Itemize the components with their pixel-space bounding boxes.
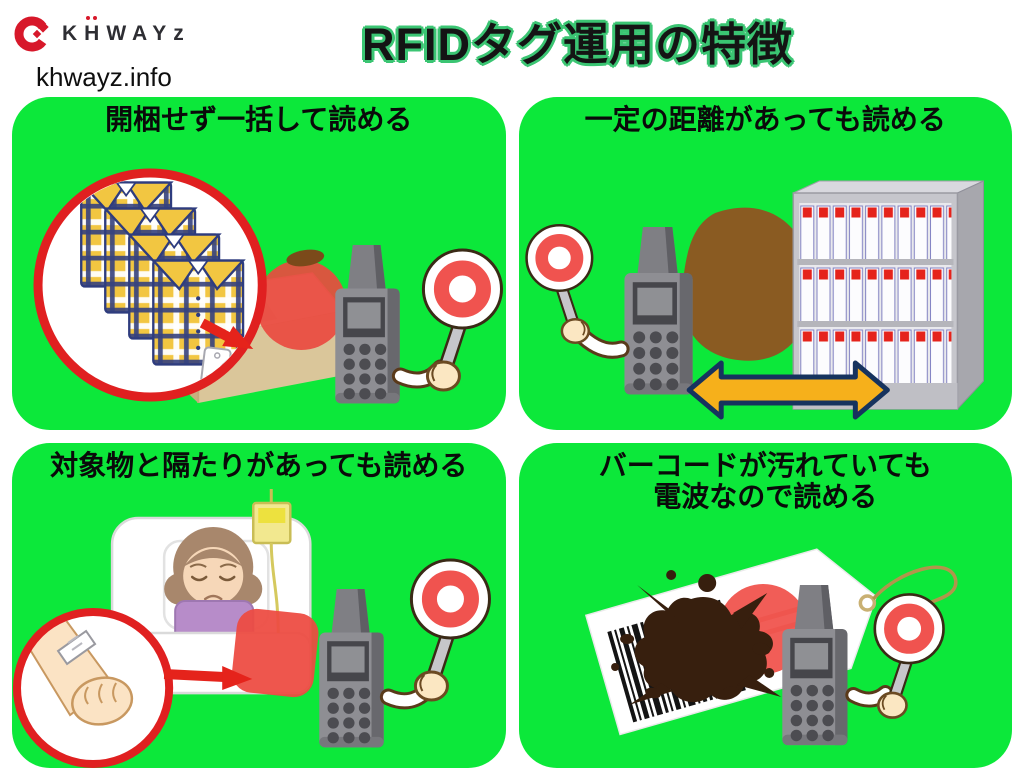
panel-title-line: 一定の距離があっても読める [584,104,946,135]
signal-blob-brown-icon [681,207,812,361]
ok-sign-paddle-icon [526,225,592,343]
panel-title-line: 開梱せず一括して読める [105,104,413,135]
magnifier-circle-icon [33,168,267,402]
patient-face [164,527,263,607]
zoom-arrow-icon [163,666,253,690]
zoom-arrow-icon [199,318,254,349]
panel-title-line: 対象物と隔たりがあっても読める [50,450,468,481]
khwayz-logo-icon [14,16,49,52]
scene-distance-read [519,180,984,420]
bookshelf-icon [792,180,984,411]
panel-dirty-barcode-read-title: バーコードが汚れていても 電波なので読める [519,450,1013,513]
signal-blob-red-icon [256,249,347,350]
logo-letter-k: K [62,22,85,45]
scene-batch-read [33,168,506,404]
rfid-reader-icon [319,589,384,748]
brand-logo-text: KHWAYz [62,16,191,46]
signal-blob-red-icon [232,608,319,698]
panel-dirty-barcode-read: バーコードが汚れていても 電波なので読める [518,443,1013,768]
ok-sign-paddle-icon [423,250,501,390]
panel-obstruction-read-title: 対象物と隔たりがあっても読める [12,450,506,481]
panel-batch-read-title: 開梱せず一括して読める [12,104,506,135]
panel-batch-read: 開梱せず一括して読める [12,97,506,430]
panel-title-line: 電波なので読める [653,481,878,513]
scene-obstruction-read [13,489,506,768]
tag-grommet [858,594,876,612]
wristband-icon [24,616,134,726]
brand-url: khwayz.info [36,62,172,92]
brand-block: KHWAYz khwayz.info [10,12,191,93]
logo-letter-h: H [84,16,107,45]
ok-sign-paddle-icon [411,560,489,700]
panel-distance-read: 一定の距離があっても読める [518,97,1013,430]
panel-obstruction-read: 対象物と隔たりがあっても読める [12,443,506,768]
ok-sign-paddle-icon [874,594,943,717]
magnifier-circle-icon [13,608,174,768]
panel-title-line: バーコードが汚れていても [598,450,932,481]
ink-splat-icon [610,570,781,705]
distance-arrow-icon [686,360,890,420]
rfid-reader-icon [623,227,693,395]
rfid-reader-icon [335,245,400,404]
page-title: RFIDタグ運用の特徴 [362,19,793,70]
feature-panels-grid: 開梱せず一括して読める [12,97,1012,768]
panel-distance-read-title: 一定の距離があっても読める [519,104,1013,135]
scene-dirty-barcode [584,548,957,746]
logo-letters-rest: WAYz [106,22,191,45]
